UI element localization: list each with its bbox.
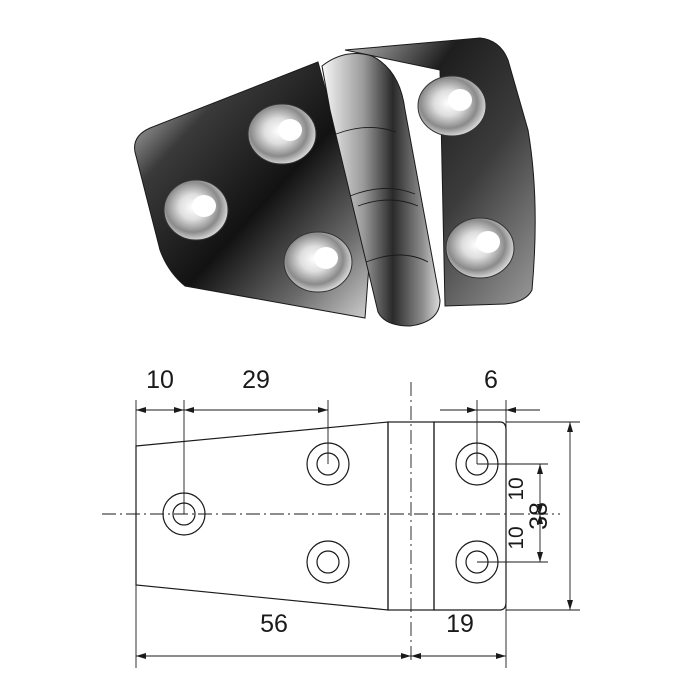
photo-hole-3 <box>283 231 353 293</box>
drawing-left-leaf <box>135 421 389 611</box>
photo-hole-1 <box>247 103 317 165</box>
hinge-knuckle <box>321 53 441 327</box>
photo-hole-2 <box>163 179 229 241</box>
dim-label-vertical-10-top: 10 <box>505 477 528 500</box>
dim-label-right-hole: 6 <box>484 366 498 394</box>
dim-label-hole-spacing: 29 <box>242 366 270 394</box>
photo-hole-5 <box>445 217 515 279</box>
dim-label-height: 38 <box>525 502 553 530</box>
hinge-photo <box>134 37 536 327</box>
dim-label-vertical-10-bottom: 10 <box>505 526 528 549</box>
dim-label-left-hole: 10 <box>146 366 174 394</box>
dim-label-right-leaf-length: 19 <box>446 610 474 638</box>
photo-hole-4 <box>417 75 487 137</box>
drawing-hole-lower-mid <box>306 540 350 584</box>
technical-drawing: 10 29 6 56 19 10 10 38 <box>102 366 580 668</box>
dim-label-left-leaf-length: 56 <box>260 610 288 638</box>
